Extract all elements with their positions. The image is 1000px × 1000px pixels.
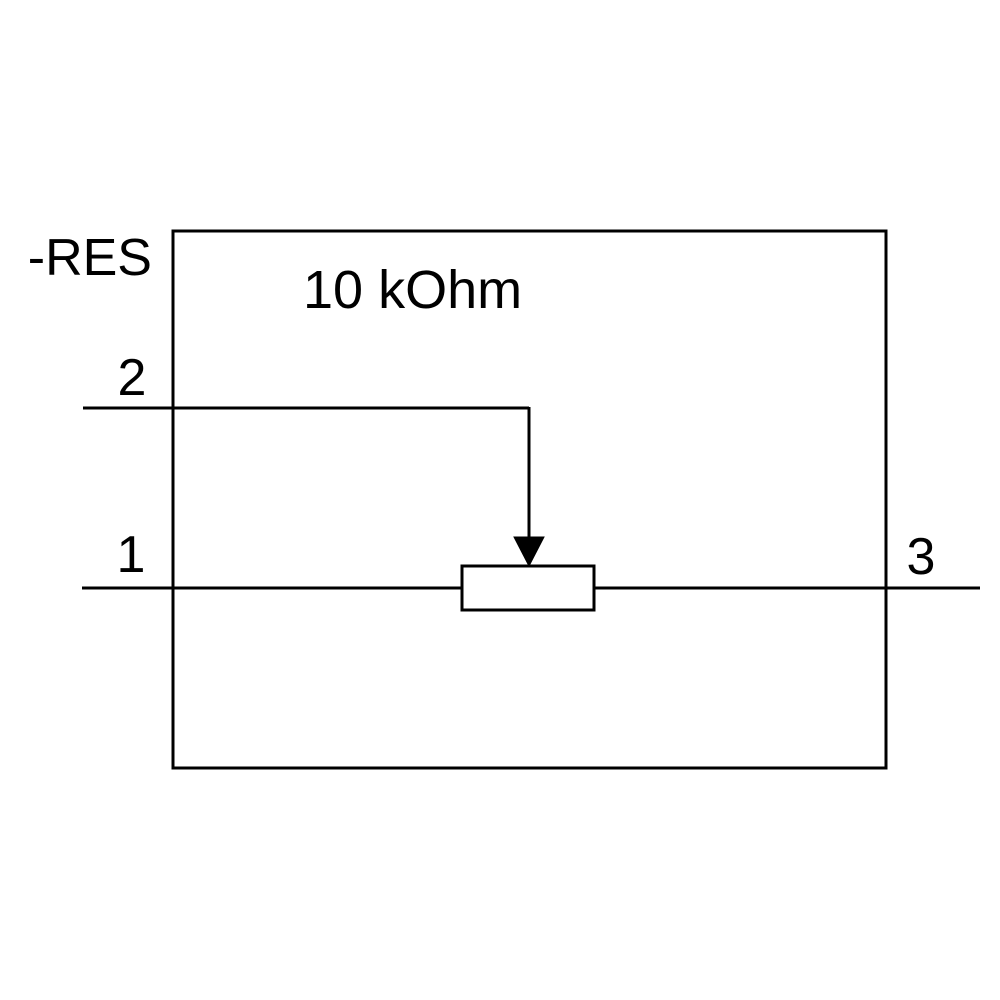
component-value-label: 10 kOhm bbox=[303, 260, 522, 320]
resistor-body bbox=[460, 564, 596, 612]
component-outline-box bbox=[171, 229, 888, 770]
pin3-number-label: 3 bbox=[907, 528, 936, 586]
component-designator-label: -RES bbox=[28, 229, 152, 287]
wiper-arrowhead-icon bbox=[513, 536, 545, 568]
pin1-number-label: 1 bbox=[117, 526, 146, 584]
pin2-number-label: 2 bbox=[118, 349, 147, 407]
